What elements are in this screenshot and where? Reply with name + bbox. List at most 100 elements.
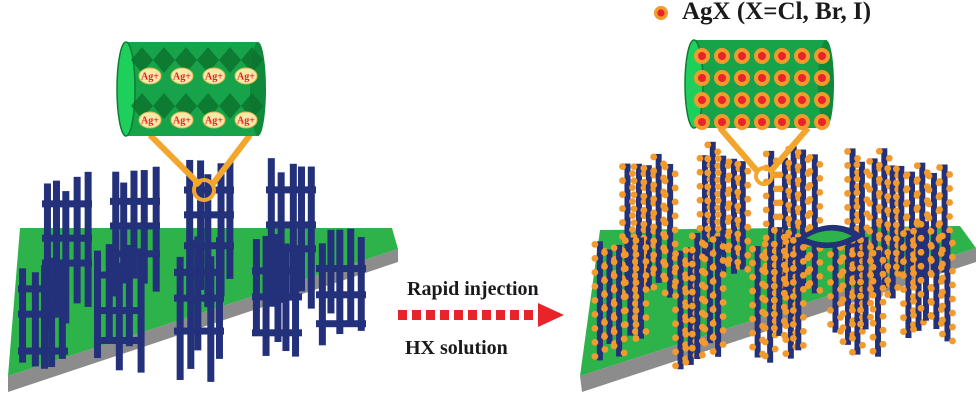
agx-particle (903, 185, 911, 193)
process-label-top: Rapid injection (407, 278, 539, 300)
agx-particle (799, 243, 807, 251)
arrow-dash (398, 310, 407, 320)
agx-particle (629, 226, 636, 233)
agx-particle (640, 226, 648, 234)
agx-particle (761, 282, 769, 290)
agx-particle (632, 335, 640, 342)
agx-particle (640, 206, 648, 214)
agx-particle (761, 324, 769, 332)
agx-particle (949, 309, 956, 317)
nanowire (596, 241, 603, 361)
agx-particle (839, 254, 847, 262)
agx-particle (782, 280, 790, 288)
agx-particle (884, 249, 892, 256)
agx-particle-core (818, 52, 826, 60)
agx-particle (806, 209, 814, 217)
agx-particle (734, 216, 742, 224)
agx-particle (806, 181, 814, 189)
agx-particle (642, 286, 650, 293)
agx-particle-core (818, 96, 826, 104)
callout-line-right (209, 133, 253, 187)
nanowire (849, 148, 856, 279)
agx-particle (749, 343, 757, 351)
agx-particle (632, 251, 640, 258)
agx-particle (761, 240, 769, 248)
agx-particle (782, 266, 790, 274)
agx-particle (949, 323, 956, 331)
nanowire-bridge (316, 265, 366, 273)
agx-particle (591, 310, 599, 318)
agx-particle (640, 198, 648, 206)
nanowire (800, 149, 807, 289)
agx-particle (879, 256, 887, 264)
agx-particle (806, 251, 814, 259)
agx-particle (632, 279, 640, 286)
agx-particle (642, 328, 650, 335)
agx-particle (806, 153, 814, 161)
agx-particle (770, 324, 778, 332)
agx-particle (671, 240, 679, 248)
agx-particle (844, 148, 851, 155)
agx-particle (939, 274, 946, 282)
agx-particle (701, 283, 709, 291)
agx-particle (704, 141, 712, 149)
agx-particle (714, 148, 722, 156)
nanowire (336, 229, 344, 335)
callout-line-left (147, 132, 203, 188)
ag-ion-label: Ag+ (205, 72, 223, 83)
nanowire (909, 171, 916, 277)
agx-particle (853, 161, 861, 169)
agx-particle (762, 206, 770, 214)
agx-particle (839, 282, 847, 290)
agx-particle (688, 344, 696, 352)
agx-particle (776, 199, 784, 207)
agx-particle (601, 263, 608, 270)
ag-ion-ellipse (138, 67, 162, 85)
agx-particle (853, 217, 861, 225)
agx-particle (719, 243, 727, 250)
agx-particle (839, 338, 847, 346)
nanowire (844, 240, 851, 345)
nanowire-bridge (252, 267, 302, 275)
agx-particle (688, 274, 696, 282)
right-zoom-callout (717, 126, 811, 186)
agx-particle (630, 205, 638, 213)
agx-particle (610, 328, 618, 336)
nanowire (739, 161, 746, 270)
nanowire (677, 250, 684, 370)
nanowire-bridge (316, 291, 366, 299)
agx-particle (939, 260, 946, 268)
agx-particle (640, 164, 648, 172)
agx-particle (734, 174, 742, 182)
agx-particle (853, 189, 861, 197)
agx-particle (892, 249, 900, 257)
agx-particle (827, 306, 834, 314)
agx-particle (866, 157, 874, 165)
agx-particle (827, 278, 834, 286)
ag-ion-label: Ag+ (173, 72, 191, 83)
agx-particle (744, 181, 752, 189)
agx-particle (631, 286, 639, 293)
agx-particle (701, 339, 709, 347)
agx-particle (671, 184, 679, 192)
agx-particle (867, 257, 874, 265)
ag-ion-group: Ag+Ag+Ag+Ag+Ag+Ag+Ag+Ag+ (138, 67, 258, 129)
agx-particle (854, 155, 861, 162)
agx-particle (709, 320, 717, 327)
agx-particle (709, 278, 717, 285)
agx-particle (884, 277, 892, 284)
agx-particle (734, 160, 742, 168)
nanowire-bridge (94, 336, 144, 344)
ag-ion-ellipse (170, 111, 194, 129)
agx-particle (632, 237, 640, 244)
agx-particle (789, 292, 797, 300)
agx-particle (591, 240, 599, 248)
nanowire (795, 237, 802, 351)
tube-diamond (241, 47, 263, 73)
agx-particle (629, 212, 636, 219)
nanowire-bridge (174, 327, 224, 335)
agx-particle (709, 236, 717, 243)
nanowire-bridge (266, 245, 316, 253)
agx-particle (782, 252, 790, 260)
agx-particle (621, 307, 629, 314)
